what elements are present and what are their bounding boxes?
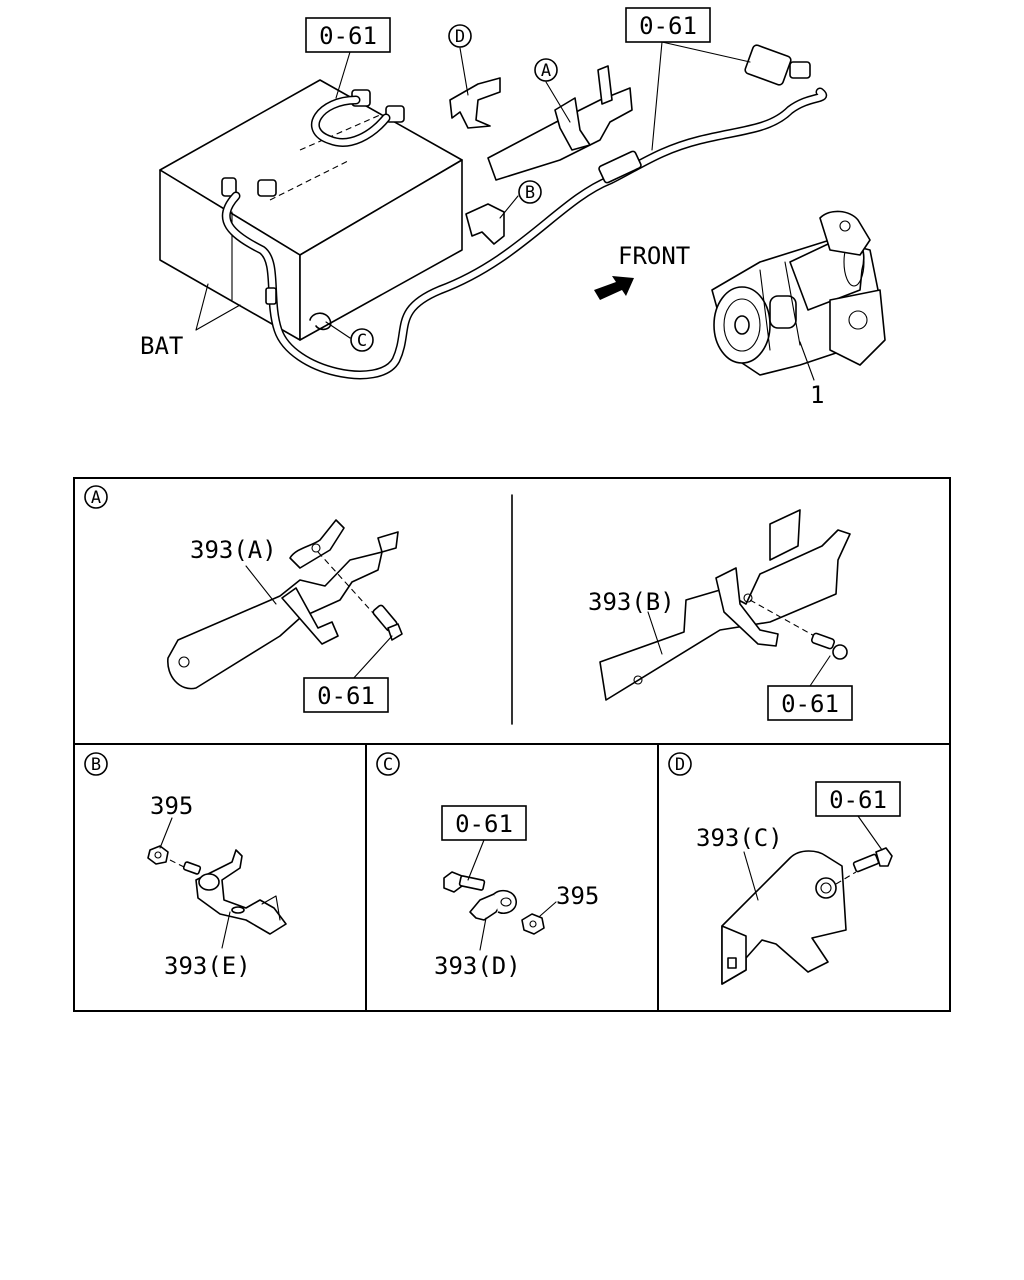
label-393d: 393(D) <box>434 952 521 980</box>
svg-text:D: D <box>455 27 465 47</box>
jumper-cable <box>310 95 391 147</box>
detail-d: D 0-61 393(C) <box>668 752 901 985</box>
svg-text:D: D <box>675 755 685 775</box>
detail-d-ref: 0-61 <box>815 781 901 817</box>
callout-d: D <box>448 24 472 48</box>
leader-393a <box>245 565 277 605</box>
callout-a: A <box>534 58 558 82</box>
bolt-c <box>443 871 486 893</box>
callout-b: B <box>518 180 542 204</box>
leader-393b <box>647 611 663 655</box>
nut-395-c <box>521 913 545 935</box>
svg-text:A: A <box>541 61 551 81</box>
overview-ref-left-text: 0-61 <box>319 22 377 50</box>
overview-bracket-d <box>449 77 501 129</box>
leader-393d <box>479 917 487 951</box>
detail-c: C 0-61 395 393(D) <box>376 752 599 980</box>
leader-393a-ref <box>351 635 393 681</box>
front-arrow-icon <box>594 276 634 300</box>
battery-cable <box>221 44 827 380</box>
bracket-393e <box>195 849 287 935</box>
svg-text:B: B <box>525 183 535 203</box>
leader-393e <box>221 911 231 949</box>
svg-text:0-61: 0-61 <box>455 810 513 838</box>
label-393e: 393(E) <box>164 952 251 980</box>
detail-a-left-ref: 0-61 <box>303 677 389 713</box>
leader-395-b <box>159 817 173 849</box>
svg-text:0-61: 0-61 <box>829 786 887 814</box>
overview-leaders <box>195 41 815 381</box>
detail-b: B 395 393(E) <box>84 752 287 980</box>
label-393c: 393(C) <box>696 824 783 852</box>
bolt-393a <box>372 604 403 641</box>
bracket-393a <box>167 519 399 690</box>
starter-motor <box>711 210 886 376</box>
leader-393c <box>743 851 759 901</box>
svg-text:0-61: 0-61 <box>317 682 375 710</box>
starter-part-number: 1 <box>810 381 824 409</box>
bolt-393b <box>810 632 848 660</box>
detail-a-letter: A <box>84 485 108 509</box>
detail-c-ref: 0-61 <box>441 805 527 841</box>
label-395-b: 395 <box>150 792 193 820</box>
overview-illustration: 0-61 0-61 FRONT BAT 1 D A B C <box>140 7 886 409</box>
svg-text:B: B <box>91 755 101 775</box>
nut-395-b <box>147 845 169 865</box>
detail-frame <box>73 477 951 1012</box>
leader-395-c <box>539 901 557 917</box>
stud-393e <box>182 861 202 875</box>
overview-bracket-b <box>465 203 505 245</box>
svg-text:C: C <box>383 755 393 775</box>
bolt-393c <box>852 847 893 873</box>
detail-a: A 393(A) 0-61 <box>84 485 853 721</box>
leader-393b-ref <box>809 655 831 687</box>
overview-ref-right-text: 0-61 <box>639 12 697 40</box>
front-label: FRONT <box>618 242 690 270</box>
overview-ref-left: 0-61 <box>305 17 391 53</box>
label-393a: 393(A) <box>190 536 277 564</box>
overview-ref-right: 0-61 <box>625 7 711 43</box>
svg-text:0-61: 0-61 <box>781 690 839 718</box>
detail-b-letter: B <box>84 752 108 776</box>
detail-a-right-ref: 0-61 <box>767 685 853 721</box>
label-393b: 393(B) <box>588 588 675 616</box>
callout-c: C <box>350 328 374 352</box>
bracket-393c <box>721 850 847 985</box>
overview-clip-c <box>309 312 332 331</box>
detail-d-letter: D <box>668 752 692 776</box>
label-395-c: 395 <box>556 882 599 910</box>
detail-c-letter: C <box>376 752 400 776</box>
bracket-393b <box>599 509 851 701</box>
svg-text:C: C <box>357 331 367 351</box>
clip-393d <box>469 889 517 921</box>
leader-c-ref <box>467 839 485 881</box>
bat-label: BAT <box>140 332 183 360</box>
svg-text:A: A <box>91 488 101 508</box>
leader-d-ref <box>857 815 883 851</box>
